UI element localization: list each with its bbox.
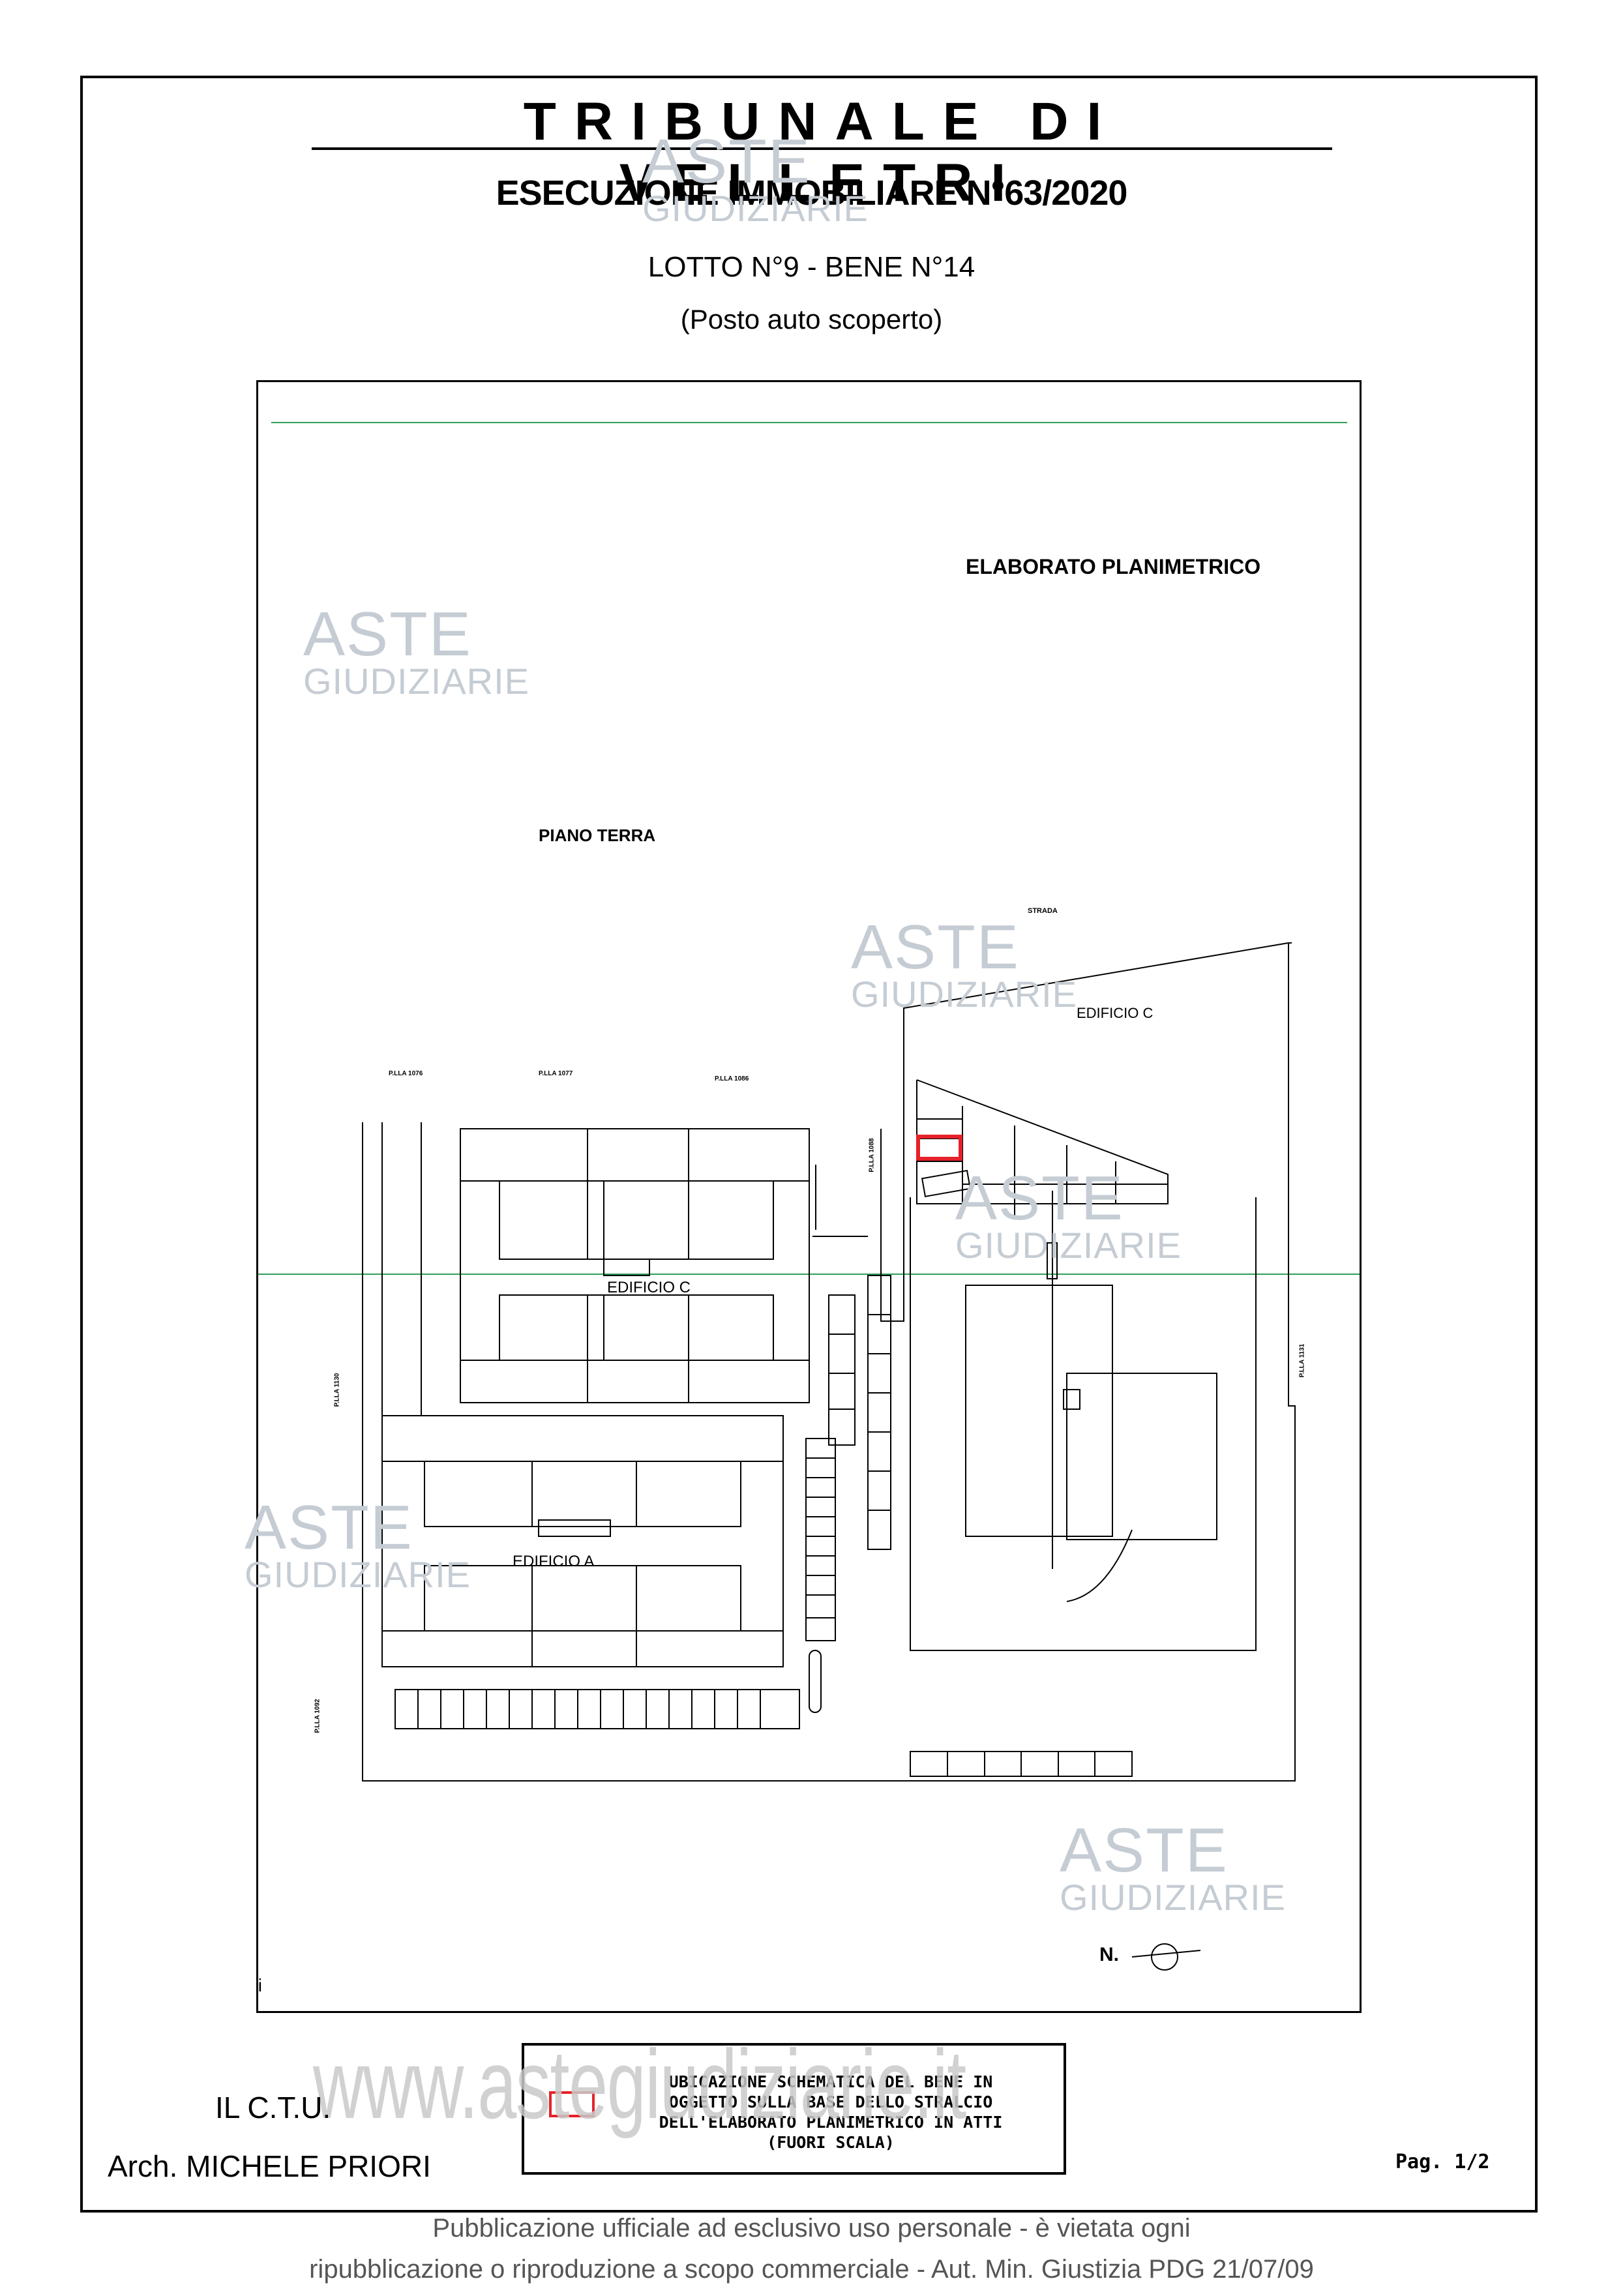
watermark-header: ASTE GIUDIZIARIE bbox=[642, 130, 869, 227]
watermark-brand-bottom: GIUDIZIARIE bbox=[1060, 1877, 1287, 1918]
watermark-brand-bottom: GIUDIZIARIE bbox=[245, 1554, 471, 1595]
legend-box: UBICAZIONE SCHEMATICA DEL BENE IN OGGETT… bbox=[522, 2043, 1066, 2175]
watermark-brand-top: ASTE bbox=[1060, 1815, 1228, 1885]
parking-row-south bbox=[395, 1689, 800, 1729]
site-plan-drawing bbox=[258, 422, 1360, 1971]
lot-boundary-east bbox=[880, 942, 1289, 1322]
architect-name: Arch. MICHELE PRIORI bbox=[108, 2149, 431, 2183]
publication-notice-line1: Pubblicazione ufficiale ad esclusivo uso… bbox=[432, 2214, 1191, 2243]
publication-notice-line2: ripubblicazione o riproduzione a scopo c… bbox=[309, 2255, 1314, 2284]
legend-highlight-swatch bbox=[549, 2091, 595, 2117]
site-plan: ELABORATO PLANIMETRICO PIANO TERRA STRAD… bbox=[256, 380, 1362, 2013]
street-label: STRADA bbox=[1028, 907, 1058, 915]
legend-line: DELL'ELABORATO PLANIMETRICO IN ATTI bbox=[659, 2113, 1003, 2132]
parking-column-mid bbox=[828, 1294, 856, 1446]
watermark-brand-top: ASTE bbox=[245, 1493, 413, 1562]
page-frame bbox=[80, 76, 1538, 2213]
building-c-outline bbox=[460, 1128, 810, 1403]
watermark-plan-1: ASTE GIUDIZIARIE bbox=[303, 603, 529, 700]
page-number: Pag. 1/2 bbox=[1395, 2151, 1490, 2173]
building-c-east-label: EDIFICIO C bbox=[1077, 1005, 1154, 1021]
watermark-plan-5: ASTE GIUDIZIARIE bbox=[1060, 1819, 1286, 1916]
legend-line: UBICAZIONE SCHEMATICA DEL BENE IN bbox=[668, 2072, 993, 2091]
legend-line: (FUORI SCALA) bbox=[767, 2133, 895, 2152]
legend-line: OGGETTO SULLA BASE DELLO STRALCIO bbox=[668, 2093, 993, 2111]
floor-label: PIANO TERRA bbox=[539, 826, 656, 845]
site-boundary bbox=[362, 943, 1296, 1782]
edge-text: ti bbox=[258, 1975, 262, 1995]
highlighted-parking-space bbox=[916, 1135, 962, 1161]
watermark-brand-bottom: GIUDIZIARIE bbox=[851, 974, 1078, 1015]
watermark-plan-4: ASTE GIUDIZIARIE bbox=[245, 1497, 471, 1593]
watermark-plan-2: ASTE GIUDIZIARIE bbox=[851, 916, 1077, 1013]
plan-title: ELABORATO PLANIMETRICO bbox=[966, 555, 1261, 578]
court-title: TRIBUNALE DI VELLETRI bbox=[523, 92, 1120, 213]
title-underline bbox=[312, 147, 1332, 150]
watermark-brand-top: ASTE bbox=[642, 127, 811, 196]
parcel-label: P.LLA 1086 bbox=[715, 1075, 749, 1082]
parcel-label: P.LLA 1131 bbox=[1298, 1343, 1306, 1378]
building-a-label: EDIFICIO A bbox=[513, 1553, 595, 1570]
watermark-brand-top: ASTE bbox=[851, 912, 1020, 982]
watermark-brand-bottom: GIUDIZIARIE bbox=[642, 188, 869, 229]
building-c-label: EDIFICIO C bbox=[607, 1279, 691, 1296]
procedure-number: ESECUZIONE IMMOBILIARE N°63/2020 bbox=[496, 173, 1128, 213]
watermark-brand-top: ASTE bbox=[303, 599, 472, 669]
asset-description: (Posto auto scoperto) bbox=[680, 304, 943, 335]
building-c-east-outline bbox=[910, 1197, 1257, 1651]
watermark-url: www.astegiudiziarie.it bbox=[313, 2029, 966, 2139]
north-arrow-circle bbox=[1151, 1943, 1178, 1971]
watermark-plan-3: ASTE GIUDIZIARIE bbox=[955, 1167, 1182, 1264]
parcel-label: P.LLA 1130 bbox=[333, 1373, 341, 1407]
watermark-brand-top: ASTE bbox=[955, 1163, 1124, 1233]
parking-column-east bbox=[867, 1275, 891, 1550]
north-label: N. bbox=[1099, 1944, 1119, 1965]
parking-column-center bbox=[805, 1438, 836, 1641]
ctu-label: IL C.T.U. bbox=[215, 2091, 331, 2125]
driveway-curve bbox=[1066, 1529, 1133, 1602]
watermark-brand-bottom: GIUDIZIARIE bbox=[955, 1225, 1182, 1266]
watermark-brand-bottom: GIUDIZIARIE bbox=[303, 661, 530, 702]
parcel-label: P.LLA 1092 bbox=[314, 1699, 321, 1733]
parcel-label: P.LLA 1088 bbox=[868, 1138, 876, 1172]
parcel-label: P.LLA 1077 bbox=[539, 1070, 573, 1077]
building-a-outline bbox=[381, 1415, 784, 1667]
legend-text: UBICAZIONE SCHEMATICA DEL BENE IN OGGETT… bbox=[622, 2072, 1039, 2153]
parcel-label: P.LLA 1076 bbox=[389, 1070, 423, 1077]
lot-number: LOTTO N°9 - BENE N°14 bbox=[648, 251, 975, 283]
